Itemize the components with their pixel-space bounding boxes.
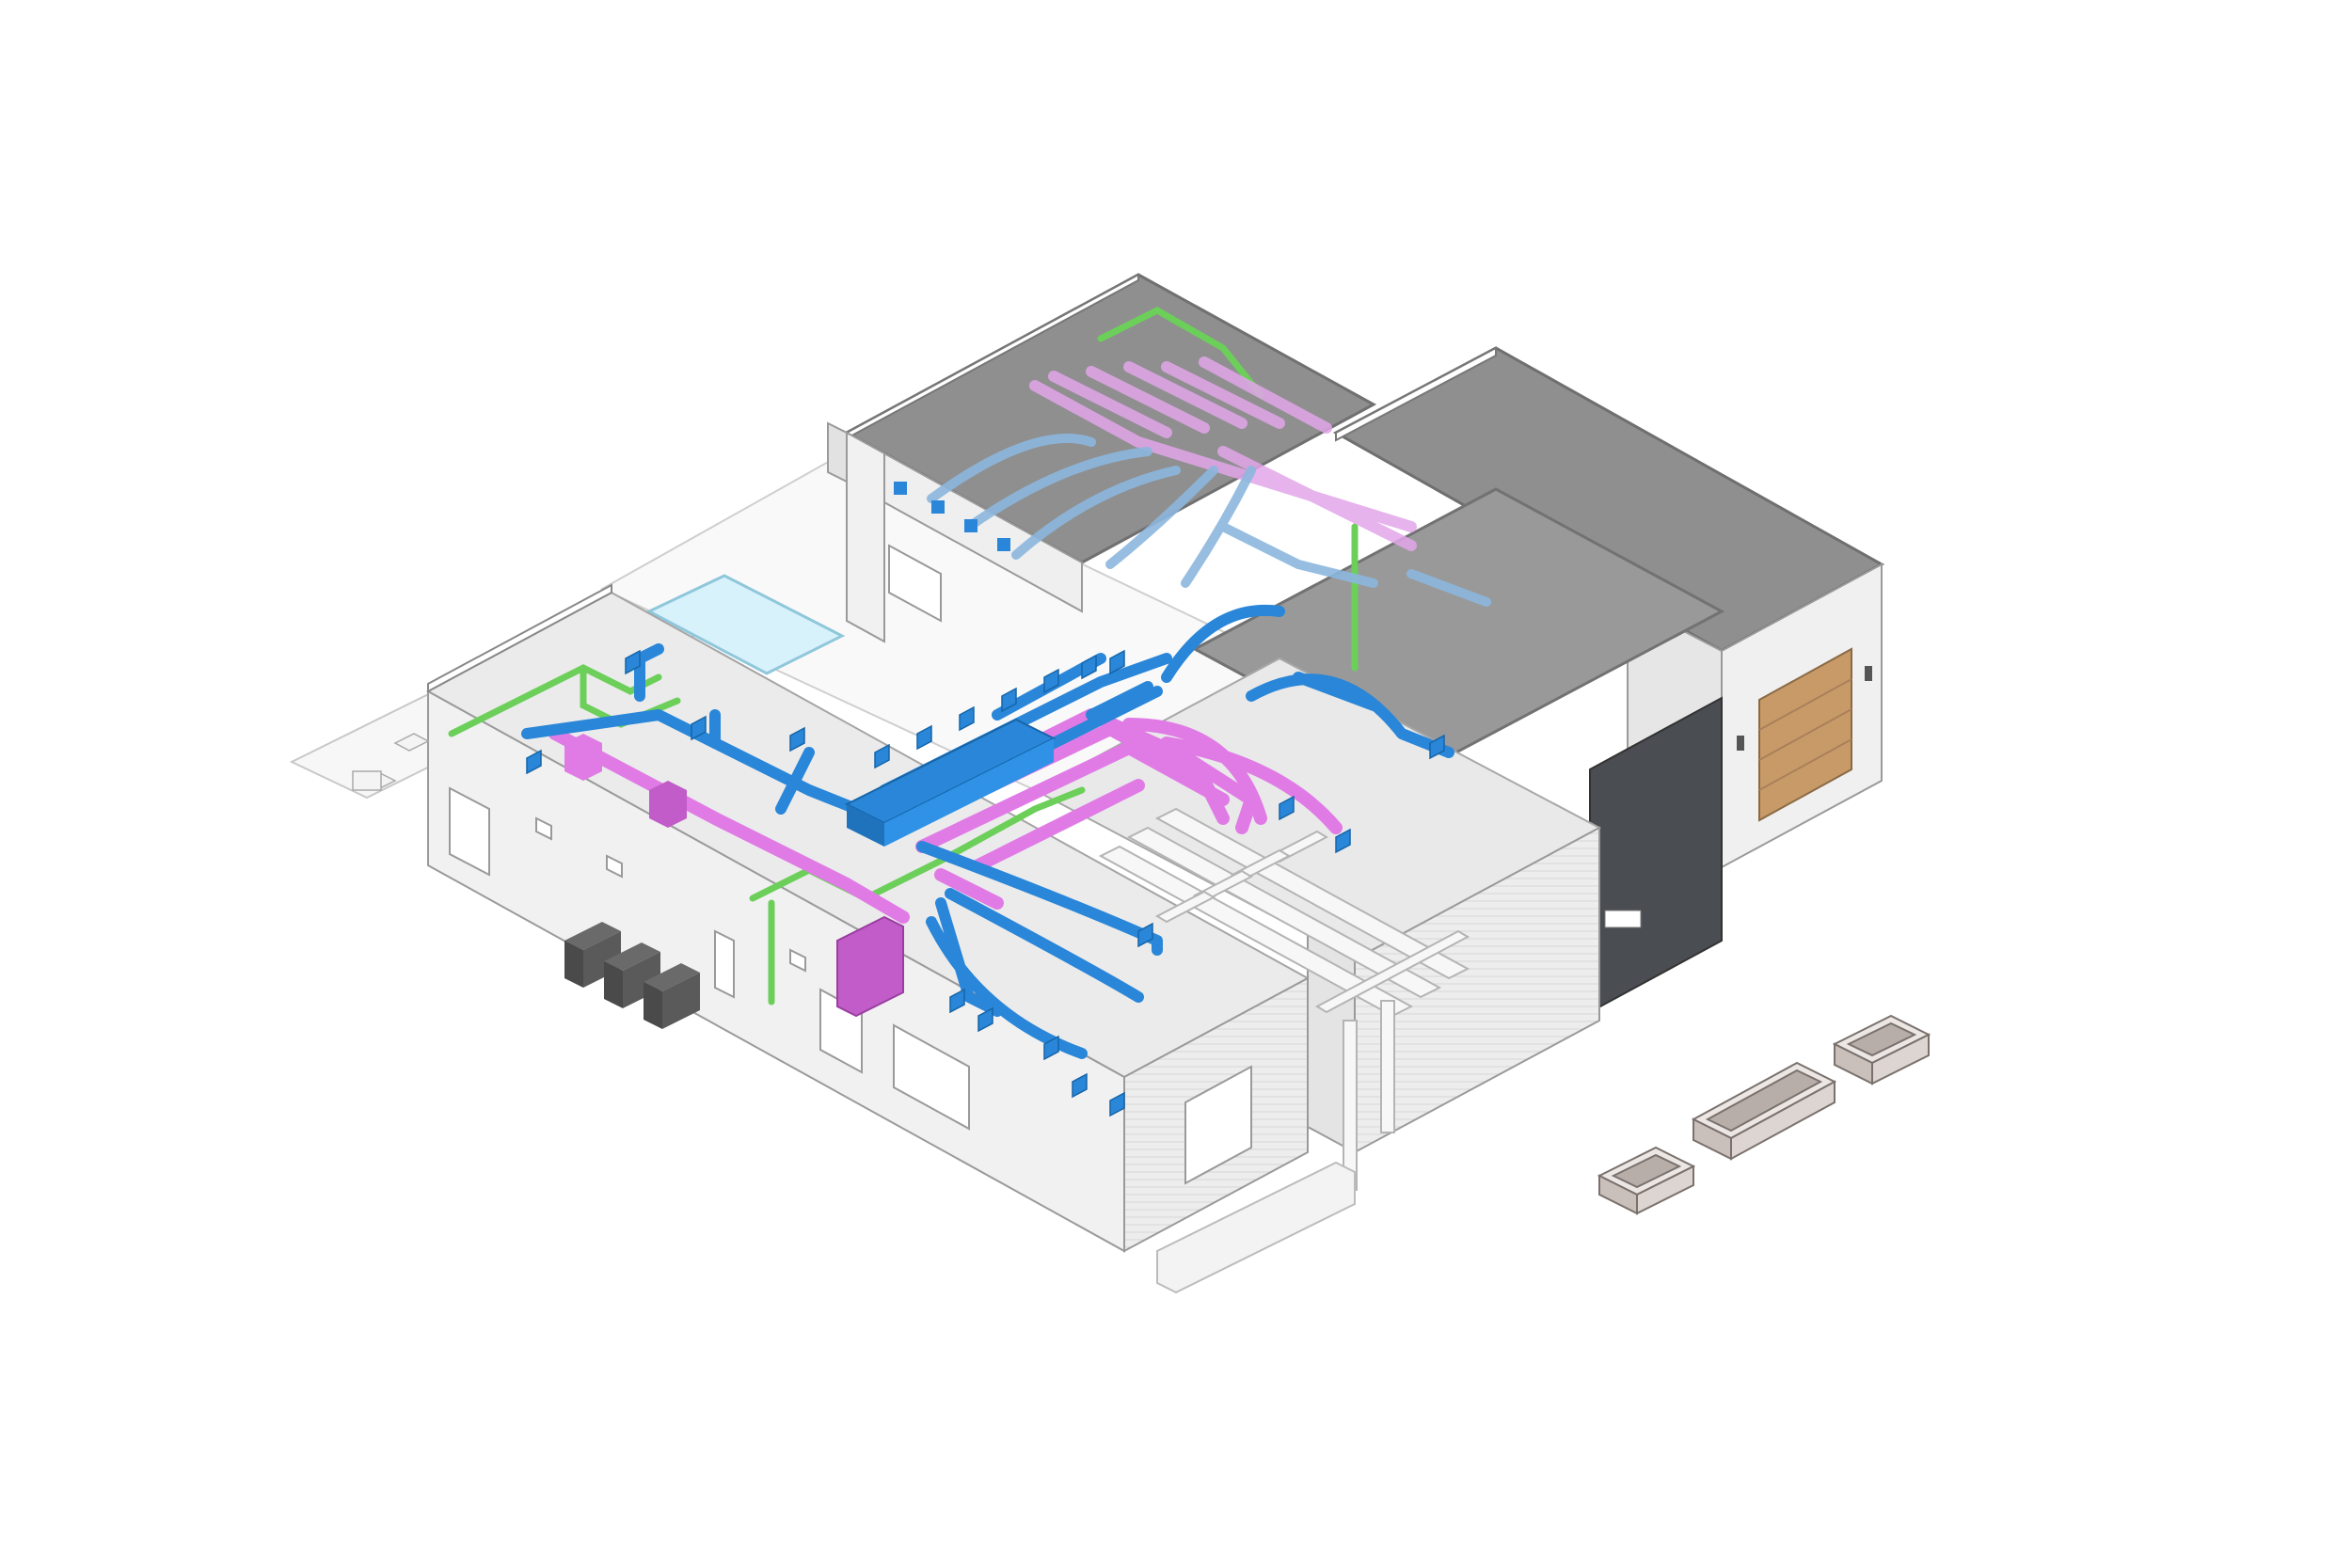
main-wing-openings	[449, 786, 1252, 1185]
window	[606, 854, 623, 879]
diffuser-icon	[691, 715, 707, 741]
planter-long	[1691, 1061, 1837, 1161]
window	[789, 948, 806, 973]
wall-light-icon	[1865, 666, 1872, 681]
rear-diffusers	[894, 482, 1010, 551]
diffuser-icon	[1279, 795, 1295, 821]
return-plenum	[564, 734, 904, 1018]
window	[535, 816, 552, 841]
diffuser-icon	[916, 724, 932, 751]
diffuser-icon	[964, 519, 977, 532]
supply-trunk	[844, 718, 1057, 847]
diffuser-icon	[1043, 668, 1059, 694]
planter-square	[1832, 1014, 1931, 1085]
diffuser-icon	[977, 1006, 993, 1033]
return-ducts	[548, 708, 1343, 924]
return-ducts-rear	[1029, 356, 1417, 551]
planter-small	[1597, 1146, 1696, 1215]
planters	[1597, 1014, 1931, 1215]
front-planter	[1156, 1161, 1356, 1294]
entry-door	[449, 786, 490, 877]
swimming-pool	[645, 574, 846, 675]
window	[893, 1023, 970, 1131]
condenser-units	[564, 922, 700, 1029]
north-wing	[846, 431, 942, 643]
diffuser-icon	[997, 538, 1010, 551]
diffuser-icon	[931, 500, 945, 514]
window	[1604, 910, 1642, 928]
window	[1184, 1065, 1252, 1185]
condenser-icon	[644, 963, 700, 1029]
diffuser-icon	[1109, 1091, 1125, 1117]
diffuser-icon	[874, 743, 890, 769]
diffuser-icon	[526, 749, 542, 775]
wall-light-icon	[1737, 736, 1744, 751]
window	[714, 929, 735, 999]
rear-wing	[827, 273, 1377, 1119]
diffuser-icon	[1072, 1072, 1088, 1099]
diffuser-icon	[1137, 922, 1153, 948]
patio-furniture	[352, 733, 430, 791]
diffuser-icon	[949, 988, 965, 1014]
supply-ducts-rear	[927, 434, 1491, 607]
diffuser-icon	[789, 726, 805, 752]
diffuser-icon	[1429, 734, 1445, 760]
diffuser-icon	[1335, 828, 1351, 854]
pergola	[1098, 807, 1470, 1191]
diffuser-icon	[625, 649, 641, 675]
window	[888, 544, 942, 623]
diffuser-icon	[1081, 654, 1097, 680]
diffuser-icon	[959, 705, 975, 732]
supply-diffusers	[526, 649, 1445, 1117]
diffuser-icon	[1001, 687, 1017, 713]
diffuser-icon	[1109, 649, 1125, 675]
diffuser-icon	[894, 482, 907, 495]
diffuser-icon	[1043, 1035, 1059, 1061]
